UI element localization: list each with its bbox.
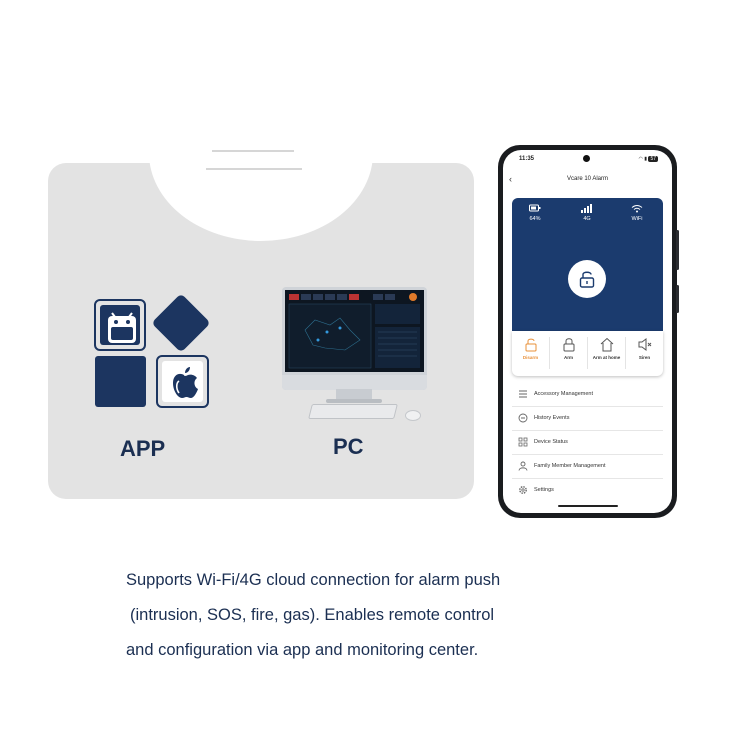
speaker-mute-icon: [626, 337, 663, 352]
menu-item-accessory-management[interactable]: Accessory Management: [512, 383, 663, 407]
divider: [625, 337, 626, 369]
settings-menu: Accessory Management History Events Devi…: [512, 383, 663, 502]
battery-stat: 64%: [520, 204, 550, 222]
signal-status-icon: ▮: [644, 156, 648, 162]
mode-siren-label: Siren: [638, 355, 651, 360]
monitor-chin: [282, 375, 427, 390]
battery-value: 64%: [529, 216, 541, 222]
home-indicator[interactable]: [558, 505, 618, 507]
description-line: Supports Wi-Fi/4G cloud connection for a…: [126, 571, 501, 589]
monitor-stand-base: [326, 399, 382, 403]
apple-icon: [156, 355, 209, 408]
menu-item-label: History Events: [534, 415, 570, 421]
home-icon: [588, 337, 625, 352]
app-title: Vcare 10 Alarm: [566, 176, 609, 182]
menu-item-label: Device Status: [534, 439, 568, 445]
decor-line: [212, 150, 294, 152]
battery-status-badge: 57: [648, 156, 658, 162]
card-notch: [149, 163, 373, 241]
menu-item-family-member-management[interactable]: Family Member Management: [512, 455, 663, 479]
mode-disarm[interactable]: Disarm: [512, 337, 549, 360]
wifi-status-icon: ◠: [638, 156, 643, 162]
phone-side-button: [676, 230, 679, 270]
divider: [587, 337, 588, 369]
app-icons-cluster: [94, 293, 214, 413]
keyboard: [308, 404, 398, 419]
mouse: [405, 410, 421, 421]
mode-arm-label: Arm: [563, 355, 573, 360]
phone-display: 11:35 ◠ ▮ 57 ‹ Vcare 10 Alarm 64%: [503, 150, 672, 513]
battery-icon: [520, 204, 550, 213]
wifi-icon: [622, 204, 652, 213]
menu-item-history-events[interactable]: History Events: [512, 407, 663, 431]
wifi-stat: WiFi: [622, 204, 652, 222]
unlock-icon: [512, 337, 549, 352]
disarm-status-button[interactable]: [568, 260, 606, 298]
mode-selector: Disarm Arm Arm at home Sir: [512, 331, 663, 376]
phone-side-button: [676, 285, 679, 313]
menu-item-label: Family Member Management: [534, 463, 606, 469]
alarm-status-panel: 64% 4G WiFi: [512, 198, 663, 331]
status-time: 11:35: [519, 156, 535, 162]
mode-disarm-label: Disarm: [522, 355, 539, 360]
back-chevron-icon[interactable]: ‹: [509, 174, 512, 184]
description-line: (intrusion, SOS, fire, gas). Enables rem…: [130, 606, 495, 624]
status-icons: ◠ ▮ 57: [639, 156, 658, 162]
monitor-stand: [336, 389, 372, 401]
lock-icon: [550, 337, 587, 352]
wifi-value: WiFi: [631, 216, 643, 222]
status-bar: 11:35 ◠ ▮ 57: [503, 150, 672, 170]
mode-arm[interactable]: Arm: [550, 337, 587, 360]
app-header: ‹ Vcare 10 Alarm: [503, 172, 672, 192]
grid-icon: [518, 437, 528, 447]
monitoring-dashboard-screen: [285, 290, 424, 372]
solid-tile-icon: [95, 356, 146, 407]
decor-line: [206, 168, 302, 170]
signal-bars-icon: [572, 204, 602, 213]
diamond-tile-icon: [151, 293, 211, 353]
android-icon: [94, 299, 146, 351]
gear-icon: [519, 486, 527, 494]
description-line: and configuration via app and monitoring…: [126, 641, 479, 659]
pc-monitor: [282, 287, 427, 390]
camera-hole: [583, 155, 590, 162]
person-icon: [518, 461, 528, 471]
network-value: 4G: [583, 216, 591, 222]
pc-label: PC: [333, 434, 364, 459]
mode-siren[interactable]: Siren: [626, 337, 663, 360]
smartphone: 11:35 ◠ ▮ 57 ‹ Vcare 10 Alarm 64%: [498, 145, 677, 518]
menu-item-label: Settings: [534, 487, 554, 493]
menu-item-label: Accessory Management: [534, 391, 593, 397]
network-stat: 4G: [572, 204, 602, 222]
history-icon: [518, 413, 528, 423]
list-icon: [519, 390, 527, 398]
menu-item-settings[interactable]: Settings: [512, 479, 663, 502]
unlock-icon: [579, 271, 595, 288]
mode-arm-at-home[interactable]: Arm at home: [588, 337, 625, 360]
app-label: APP: [120, 436, 166, 461]
mode-arm-at-home-label: Arm at home: [592, 355, 621, 360]
menu-item-device-status[interactable]: Device Status: [512, 431, 663, 455]
divider: [549, 337, 550, 369]
